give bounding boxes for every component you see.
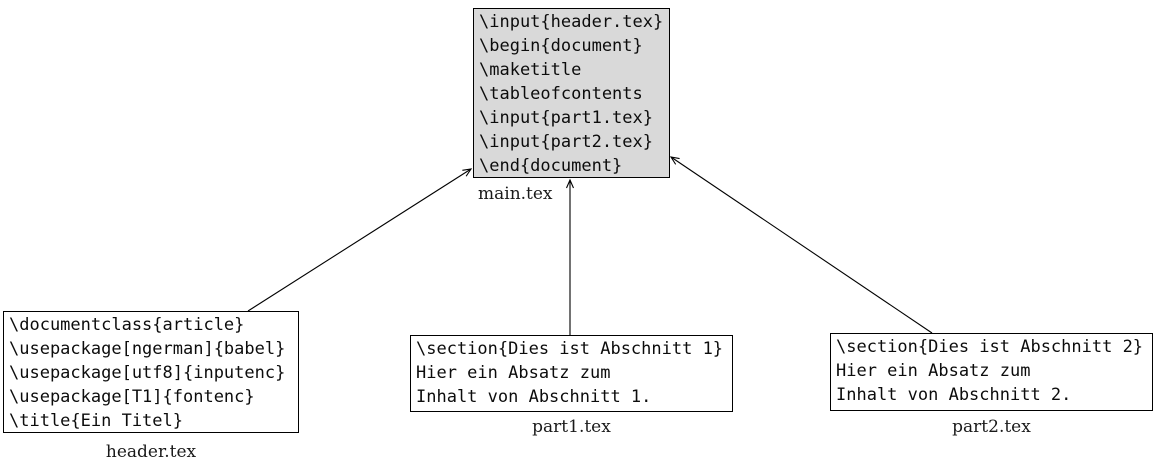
code-line: \input{part2.tex}	[479, 132, 653, 152]
code-line: \input{part1.tex}	[479, 108, 653, 128]
node-label-header-tex: header.tex	[105, 442, 197, 462]
code-line: \title{Ein Titel}	[9, 411, 183, 431]
code-line: \tableofcontents	[479, 84, 643, 104]
code-line: \usepackage[T1]{fontenc}	[9, 387, 255, 407]
code-line: \usepackage[ngerman]{babel}	[9, 339, 286, 359]
code-line: \section{Dies ist Abschnitt 2}	[836, 337, 1144, 357]
code-line: Hier ein Absatz zum	[416, 363, 611, 383]
code-line: \maketitle	[479, 60, 582, 80]
code-line: \begin{document}	[479, 36, 643, 56]
code-line: \section{Dies ist Abschnitt 1}	[416, 339, 724, 359]
node-label-part1-tex: part1.tex	[532, 417, 611, 437]
code-line: Hier ein Absatz zum	[836, 361, 1031, 381]
edge-part2-to-main	[669, 156, 933, 334]
code-line: \documentclass{article}	[9, 315, 245, 335]
node-main-tex: \input{header.tex} \begin{document} \mak…	[473, 8, 670, 178]
node-header-tex: \documentclass{article} \usepackage[nger…	[3, 311, 299, 433]
code-line: \end{document}	[479, 156, 623, 176]
code-line: \usepackage[utf8]{inputenc}	[9, 363, 286, 383]
edge-header-to-main	[247, 168, 473, 312]
code-line: \input{header.tex}	[479, 12, 664, 32]
node-label-main-tex: main.tex	[478, 184, 553, 204]
code-line: Inhalt von Abschnitt 2.	[836, 385, 1072, 405]
code-line: Inhalt von Abschnitt 1.	[416, 387, 652, 407]
node-label-part2-tex: part2.tex	[952, 417, 1031, 437]
node-part1-tex: \section{Dies ist Abschnitt 1} Hier ein …	[410, 335, 733, 412]
node-part2-tex: \section{Dies ist Abschnitt 2} Hier ein …	[830, 333, 1153, 411]
